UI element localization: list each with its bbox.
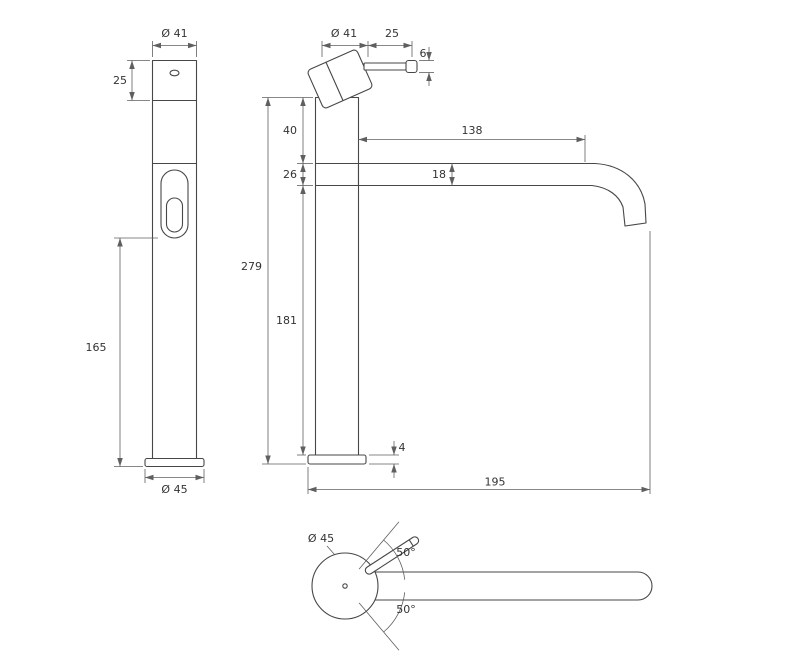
side-base-flange xyxy=(307,454,367,465)
side-base-height-label: 4 xyxy=(399,441,406,454)
side-lever-rod xyxy=(363,62,409,71)
top-diameter-leader-line xyxy=(326,545,335,555)
side-spout-outline xyxy=(357,162,647,227)
side-lower-body-label: 181 xyxy=(276,314,297,327)
handle-sleeve-seam xyxy=(325,62,344,101)
front-spout-outlet xyxy=(165,197,184,233)
top-lever-tip-seam xyxy=(408,539,414,547)
top-lever xyxy=(364,536,420,575)
side-left-dimension-chain xyxy=(262,97,313,465)
swing-lower-line xyxy=(358,602,400,651)
front-body-outline xyxy=(151,59,198,460)
front-base-diameter-label: Ø 45 xyxy=(161,483,187,496)
side-lever-diameter-label: 6 xyxy=(420,47,427,60)
side-spout-section-label: 26 xyxy=(283,168,297,181)
dim-front-top-diameter xyxy=(152,41,197,57)
swing-lower-arc xyxy=(383,592,406,633)
side-handle-sleeve xyxy=(307,49,373,109)
top-lever-outline xyxy=(364,536,420,575)
side-spout-diameter-label: 18 xyxy=(432,168,446,181)
front-view: Ø 41 25 165 Ø 45 xyxy=(86,27,205,496)
top-center-mark xyxy=(342,583,348,589)
dim-side-lever-length xyxy=(368,41,413,57)
side-view: Ø 41 25 6 40 26 181 279 xyxy=(241,27,651,494)
side-body-outline xyxy=(314,96,360,456)
side-lever-length-label: 25 xyxy=(385,27,399,40)
dim-side-top-diameter xyxy=(321,41,369,57)
swing-upper-line xyxy=(358,521,400,570)
front-cap-height-label: 25 xyxy=(113,74,127,87)
dim-side-lever-diameter xyxy=(419,47,434,86)
top-swing-upper-label: 50° xyxy=(396,546,416,559)
top-swing-lower-label: 50° xyxy=(396,603,416,616)
side-cap-to-spout-label: 40 xyxy=(283,124,297,137)
top-base-diameter-label: Ø 45 xyxy=(308,532,334,545)
side-overall-height-label: 279 xyxy=(241,260,262,273)
side-spout-reach-label: 138 xyxy=(462,124,483,137)
dim-front-outlet-to-base xyxy=(114,237,158,467)
dim-side-spout-reach xyxy=(358,135,586,162)
dim-front-base-diameter xyxy=(144,469,205,483)
front-top-diameter-label: Ø 41 xyxy=(161,27,187,40)
front-cap-pin-hole xyxy=(169,69,180,77)
side-lever-tip xyxy=(405,59,418,74)
top-spout-outline xyxy=(344,571,653,601)
dim-side-overall-reach xyxy=(307,231,651,494)
top-swing-angle-indicators xyxy=(358,521,406,651)
front-base-flange xyxy=(144,457,205,468)
front-outlet-height-label: 165 xyxy=(86,341,107,354)
side-top-diameter-label: Ø 41 xyxy=(331,27,357,40)
top-body-circle xyxy=(311,552,379,620)
dim-side-base-height xyxy=(369,441,399,478)
side-overall-reach-label: 195 xyxy=(485,476,506,489)
swing-upper-arc xyxy=(383,539,406,580)
top-view: 50° 50° Ø 45 xyxy=(308,521,653,651)
front-spout-capsule xyxy=(160,169,189,239)
dim-front-cap-height xyxy=(127,60,150,101)
